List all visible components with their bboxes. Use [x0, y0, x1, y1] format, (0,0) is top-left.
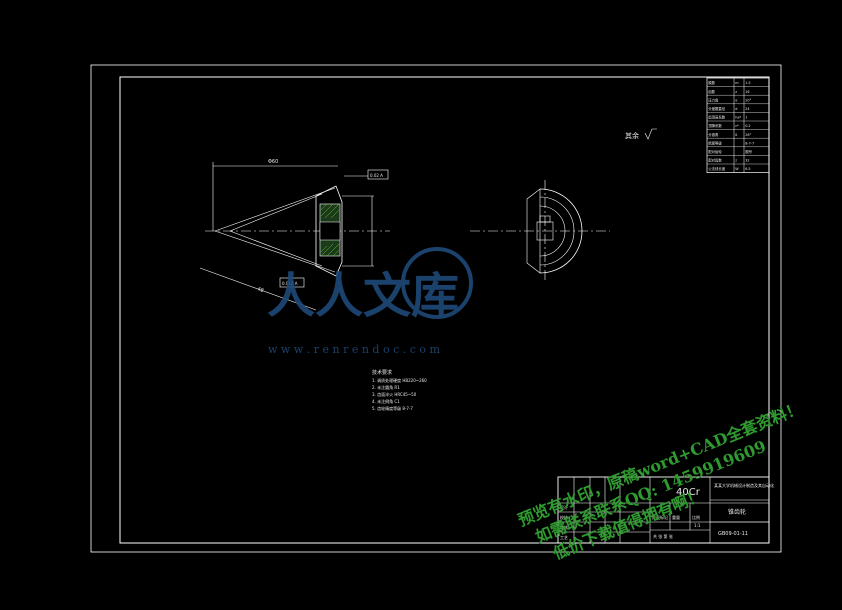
table-cell: z — [735, 159, 737, 163]
part-name: 锥齿轮 — [728, 508, 746, 516]
table-cell: 精度等级 — [708, 140, 722, 145]
table-cell: m — [735, 81, 739, 85]
table-cell: W — [735, 167, 739, 171]
table-cell: 16 — [745, 90, 749, 94]
table-cell: c* — [735, 124, 739, 128]
bore — [319, 221, 341, 241]
drawing-number: GB09-01-11 — [718, 531, 748, 537]
section-hatch — [320, 203, 340, 257]
note-item: 5. 齿轮精度等级 8-7-7 — [372, 405, 413, 411]
watermark-logo: 人人文库 w w w . r e n r e n d o c . c o m — [267, 247, 473, 356]
roughness-note: 其余 — [625, 131, 639, 140]
title-block — [557, 476, 770, 544]
table-outline — [706, 77, 770, 173]
title-row-label: 校核 — [560, 514, 568, 520]
table-cell: 配对齿数 — [708, 158, 722, 163]
school-name: 某某大学机械设计制造及其自动化 — [714, 482, 774, 488]
table-cell: δ — [735, 133, 737, 137]
table-cell: 1 — [745, 116, 747, 120]
title-row-label: 审核 — [560, 524, 568, 530]
dim-top-label: Φ60 — [268, 159, 278, 165]
technical-notes: 技术要求 1. 调质处理硬度 HB220~260 2. 未注圆角 R1 3. 齿… — [372, 369, 427, 411]
dim-line-slant — [199, 267, 317, 311]
gear-side-view — [470, 180, 610, 280]
logo-text: 人人文库 — [267, 268, 459, 324]
pitch-cone-lower — [214, 230, 336, 273]
title-row-label: 设计 — [560, 504, 568, 510]
table-cell: 8-7-7 — [745, 141, 754, 145]
note-item: 4. 未注倒角 C1 — [372, 398, 400, 404]
material-label: 40Cr — [676, 487, 701, 498]
tolerance-top-label: 0.02 A — [370, 173, 383, 178]
gear-parameter-table: 模数 m 1.5 齿数 z 16 压力角 α 20° 分度圆直径 d 24 齿顶高系数 ha* 1 顶隙系数 c… — [706, 77, 770, 173]
table-cell: 顶隙系数 — [708, 123, 722, 128]
outer-border — [90, 64, 782, 553]
pitch-cone-upper — [214, 187, 336, 232]
dim-slant-label: 48 — [256, 286, 264, 294]
scale-value: 1:1 — [694, 523, 701, 528]
logo-circle-icon — [401, 247, 473, 319]
gear-body-outline — [315, 185, 343, 277]
note-item: 3. 齿面淬火 HRC45~50 — [372, 391, 417, 397]
table-cell: 0.2 — [745, 124, 750, 128]
table-cell: 24 — [745, 107, 749, 111]
table-cell: 公法线长度 — [708, 166, 726, 171]
note-item: 1. 调质处理硬度 HB220~260 — [372, 377, 427, 383]
title-row-label: 工艺 — [560, 535, 568, 540]
weight-label: 重量 — [672, 514, 680, 520]
inner-border — [119, 76, 770, 544]
table-cell: 20° — [745, 98, 751, 102]
table-cell: z — [735, 90, 737, 94]
table-cell: 压力角 — [708, 97, 718, 102]
table-cell: α — [735, 98, 738, 102]
table-cell: 配对齿轮 — [708, 149, 722, 154]
gear-section-view — [199, 162, 390, 311]
table-cell: 模数 — [708, 80, 715, 85]
table-cell: 6.5 — [745, 167, 750, 171]
sheet-label: 共 张 第 张 — [653, 533, 673, 539]
table-cell: 齿顶高系数 — [708, 115, 726, 120]
table-cell: 分度圆直径 — [708, 106, 726, 111]
table-cell: d — [735, 107, 737, 111]
table-cell: ha* — [735, 116, 741, 120]
table-cell: 1.5 — [745, 81, 750, 85]
notes-title: 技术要求 — [372, 369, 392, 376]
scale-label: 比例 — [692, 514, 700, 520]
table-cell: 32 — [745, 159, 749, 163]
table-cell: 齿数 — [708, 89, 715, 94]
tolerance-bottom-label: 0.018 A — [282, 281, 298, 286]
stage-label: 阶段标记 — [652, 514, 668, 520]
roughness-symbol-icon — [644, 128, 657, 140]
tolerance-frame-top — [367, 169, 389, 180]
table-cell: 26° — [745, 133, 751, 137]
watermark-url: w w w . r e n r e n d o c . c o m — [268, 343, 440, 356]
promo-watermark: 预览有水印，原稿word+CAD全套资料！ 如需联系联系QQ: 14599196… — [515, 398, 804, 563]
note-item: 2. 未注圆角 R1 — [372, 384, 400, 390]
table-cell: 分锥角 — [708, 132, 718, 137]
table-cell: 图号 — [745, 149, 752, 154]
tolerance-frame-bottom — [279, 277, 305, 288]
